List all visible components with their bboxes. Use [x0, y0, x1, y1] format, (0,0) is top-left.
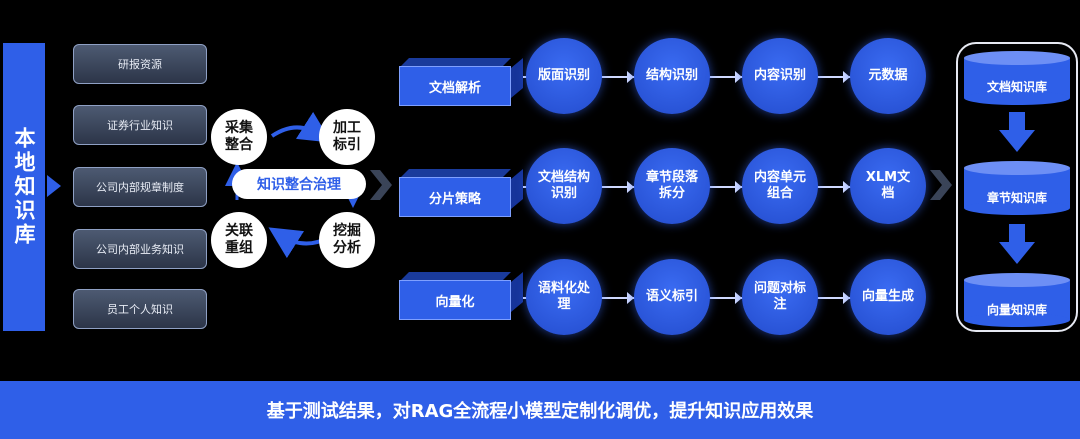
db-vector-label: 向量知识库 [986, 303, 1047, 317]
source-box: 研报资源 [73, 44, 207, 84]
row-box-side [511, 169, 523, 209]
source-box: 公司内部规章制度 [73, 167, 207, 207]
step-question-annotation: 问题对标注 [742, 259, 818, 335]
step-xlm-doc: XLM文档 [850, 148, 926, 224]
step-corpus-processing: 语料化处理 [526, 259, 602, 335]
bottom-banner: 基于测试结果，对RAG全流程小模型定制化调优，提升知识应用效果 [0, 381, 1080, 439]
cycle-node-reorganize: 关联重组 [211, 212, 267, 268]
row-box-side [511, 58, 523, 98]
row-label-vectorize: 向量化 [399, 280, 511, 320]
db-doc-label: 文档知识库 [986, 80, 1047, 94]
step-content-unit: 内容单元组合 [742, 148, 818, 224]
local-knowledge-base-bar: 本地知识库 [3, 43, 45, 331]
db-chapter-label: 章节知识库 [986, 191, 1047, 205]
cycle-node-process: 加工标引 [319, 109, 375, 165]
arrow-down-icon [999, 224, 1035, 264]
row-box-top [399, 169, 511, 179]
row-box-top [399, 58, 511, 68]
cycle-node-mine: 挖掘分析 [319, 212, 375, 268]
step-semantic-tagging: 语义标引 [634, 259, 710, 335]
chevron-right-icon [370, 170, 392, 200]
row-box-side [511, 272, 523, 312]
arrow-down-icon [999, 112, 1035, 152]
source-box: 员工个人知识 [73, 289, 207, 329]
database-icon [964, 51, 1070, 105]
step-content-recognition: 内容识别 [742, 38, 818, 114]
knowledge-db-panel [956, 42, 1078, 332]
step-structure-recognition: 结构识别 [634, 38, 710, 114]
cycle-center-label: 知识整合治理 [232, 169, 366, 199]
step-layout-recognition: 版面识别 [526, 38, 602, 114]
chevron-right-icon [930, 170, 952, 200]
database-icon [964, 273, 1070, 327]
step-section-split: 章节段落拆分 [634, 148, 710, 224]
step-vector-generation: 向量生成 [850, 259, 926, 335]
source-box: 公司内部业务知识 [73, 229, 207, 269]
cycle-node-collect: 采集整合 [211, 109, 267, 165]
row-label-chunking: 分片策略 [399, 177, 511, 217]
step-metadata: 元数据 [850, 38, 926, 114]
local-knowledge-base-label: 本地知识库 [12, 127, 36, 247]
row-box-top [399, 272, 511, 282]
row-label-doc-parse: 文档解析 [399, 66, 511, 106]
left-bar-arrow-icon [47, 175, 61, 197]
step-doc-structure: 文档结构识别 [526, 148, 602, 224]
database-icon [964, 161, 1070, 215]
source-box: 证券行业知识 [73, 105, 207, 145]
